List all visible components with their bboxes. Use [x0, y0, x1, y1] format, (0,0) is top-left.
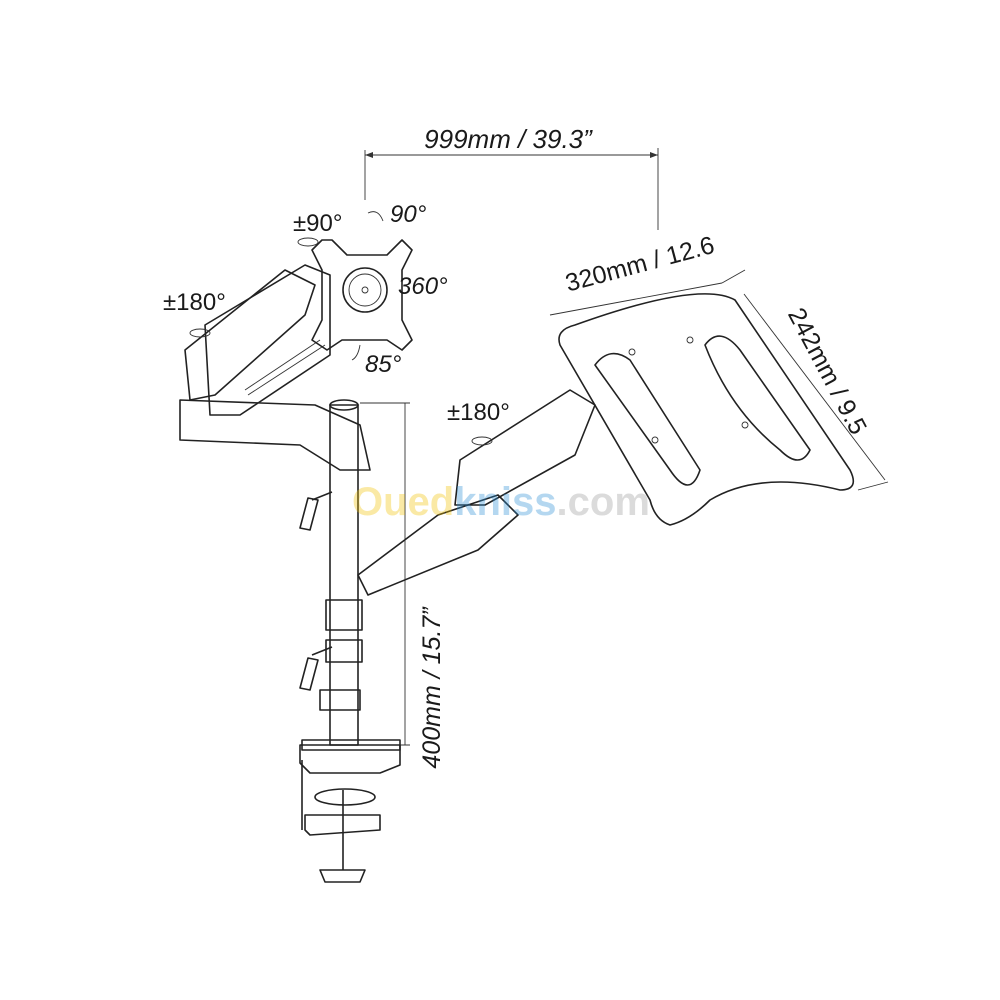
laptop-tray: [558, 293, 855, 526]
monitor-tilt-up-label: 90°: [390, 201, 427, 228]
laptop-arm: [357, 389, 596, 596]
monitor-swivel-label: ±90°: [293, 210, 342, 237]
vesa-plate: [311, 239, 413, 351]
pole-height-dimension-line: [360, 402, 410, 746]
tray-dimension-lines: [549, 269, 889, 491]
rotation-indicator-icons: [189, 211, 493, 446]
total-reach-label: 999mm / 39.3”: [424, 124, 593, 154]
tray-depth-label: 242mm / 9.5: [782, 303, 872, 439]
desk-clamp: [299, 739, 401, 883]
reach-dimension-line: [364, 148, 659, 230]
tray-width-label: 320mm / 12.6: [562, 231, 717, 298]
left-arm-swivel-label: ±180°: [163, 289, 226, 316]
right-arm-swivel-label: ±180°: [447, 399, 510, 426]
monitor-arm: [179, 264, 371, 471]
monitor-tilt-down-label: 85°: [365, 351, 402, 378]
monitor-rotate-label: 360°: [398, 273, 448, 300]
pole-height-label: 400mm / 15.7”: [418, 606, 446, 769]
watermark: Ouedkniss.com: [352, 480, 650, 524]
